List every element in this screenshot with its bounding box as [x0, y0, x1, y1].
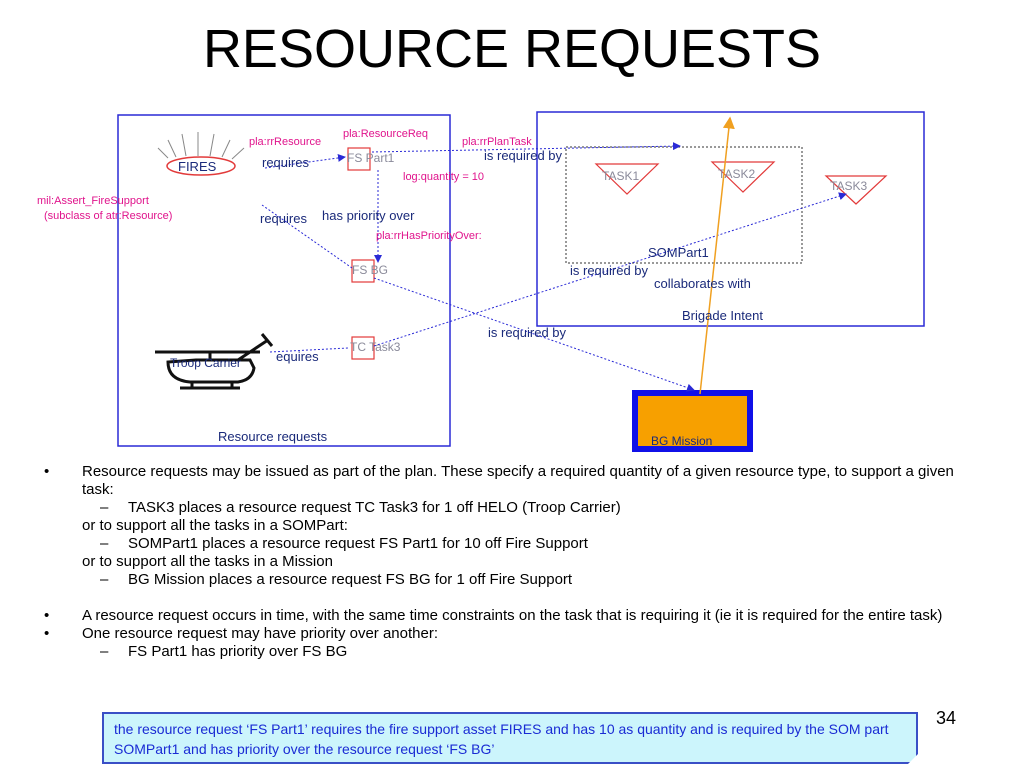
callout-text: the resource request ‘FS Part1’ requires…	[114, 721, 889, 757]
link-sompart1-bgmission	[699, 116, 735, 395]
bg-mission-label: BG Mission	[651, 434, 712, 448]
bullet-text: One resource request may have priority o…	[82, 625, 439, 642]
link-fsbg-bgmission	[373, 277, 695, 392]
bullet-item: • One resource request may have priority…	[44, 625, 954, 643]
fs-part1-node	[347, 147, 371, 171]
fires-icon	[157, 132, 245, 176]
requires-label-2: requires	[260, 211, 307, 226]
task1-triangle	[594, 163, 660, 195]
bullet-text: Resource requests may be issued as part …	[82, 463, 954, 498]
page-number: 34	[936, 708, 957, 728]
dash-mark: –	[100, 535, 109, 552]
bullet-item: • A resource request occurs in time, wit…	[44, 607, 954, 625]
annotation-mil-assert: mil:Assert_FireSupport	[37, 195, 149, 207]
resource-requests-caption: Resource requests	[218, 429, 328, 444]
bullet-item: • Resource requests may be issued as par…	[44, 463, 954, 499]
task2-label: TASK2	[718, 167, 755, 181]
bullet-mark: •	[44, 607, 50, 624]
fires-label: FIRES	[178, 159, 217, 174]
bullet-list: • Resource requests may be issued as par…	[44, 463, 954, 661]
annotation-rr-resource: pla:rrResource	[249, 136, 321, 148]
task1-label: TASK1	[602, 169, 639, 183]
sub-bullet-text: SOMPart1 places a resource request FS Pa…	[128, 535, 588, 552]
fs-bg-node	[351, 259, 375, 283]
helicopter-icon	[155, 333, 274, 390]
tc-task3-node	[351, 336, 375, 360]
dash-mark: –	[100, 499, 109, 516]
bullet-text: A resource request occurs in time, with …	[82, 607, 943, 624]
link-helo-tctask3	[269, 347, 349, 353]
sub-bullet-text: BG Mission places a resource request FS …	[128, 571, 573, 588]
dash-mark: –	[100, 643, 109, 660]
sub-bullet-item: – BG Mission places a resource request F…	[44, 571, 954, 589]
som-panel	[536, 111, 925, 327]
callout-note: the resource request ‘FS Part1’ requires…	[102, 712, 918, 764]
is-required-by-label-1: is required by	[484, 148, 563, 163]
has-priority-over-label: has priority over	[322, 208, 415, 223]
requires-label-3: equires	[276, 349, 319, 364]
bullet-mark: •	[44, 463, 50, 480]
collaborates-with-label: collaborates with	[654, 276, 751, 291]
fs-part1-label: FS Part1	[347, 151, 395, 165]
sub-bullet-item: – FS Part1 has priority over FS BG	[44, 643, 954, 661]
sub-bullet-item: – SOMPart1 places a resource request FS …	[44, 535, 954, 553]
task3-triangle	[824, 175, 888, 205]
annotation-resource-req: pla:ResourceReq	[343, 128, 428, 140]
slide-title: RESOURCE REQUESTS	[202, 19, 822, 79]
task2-triangle	[710, 161, 776, 193]
bg-mission-box	[632, 390, 753, 452]
annotation-subclass: (subclass of atr:Resource)	[44, 210, 172, 222]
is-required-by-label-2: is required by	[570, 263, 649, 278]
task3-label: TASK3	[830, 179, 867, 193]
resource-requests-panel	[117, 114, 451, 447]
link-fires-fspart1	[264, 153, 346, 169]
troop-carrier-label: Troop Carrier	[170, 356, 241, 370]
link-tctask3-task3	[373, 192, 847, 347]
sub-bullet-text: FS Part1 has priority over FS BG	[128, 643, 348, 660]
sub-bullet-text: TASK3 places a resource request TC Task3…	[128, 499, 621, 516]
sub-bullet-item: – TASK3 places a resource request TC Tas…	[44, 499, 954, 517]
tc-task3-label: TC Task3	[350, 340, 401, 354]
sompart1-group	[565, 146, 803, 264]
annotation-rr-has-priority: pla:rrHasPriorityOver:	[376, 230, 482, 242]
folded-corner	[908, 754, 918, 764]
bullet-continuation: or to support all the tasks in a SOMPart…	[82, 517, 348, 534]
bullet-continuation: or to support all the tasks in a Mission	[82, 553, 333, 570]
annotation-log-quantity: log:quantity = 10	[403, 171, 484, 183]
brigade-intent-label: Brigade Intent	[682, 308, 763, 323]
dash-mark: –	[100, 571, 109, 588]
bullet-mark: •	[44, 625, 50, 642]
is-required-by-label-3: is required by	[488, 325, 567, 340]
sompart1-label: SOMPart1	[648, 245, 709, 260]
annotation-rr-plan-task: pla:rrPlanTask	[462, 136, 532, 148]
requires-label-1: requires	[262, 155, 309, 170]
fs-bg-label: FS BG	[352, 263, 388, 277]
link-fspart1-sompart1	[371, 142, 681, 153]
